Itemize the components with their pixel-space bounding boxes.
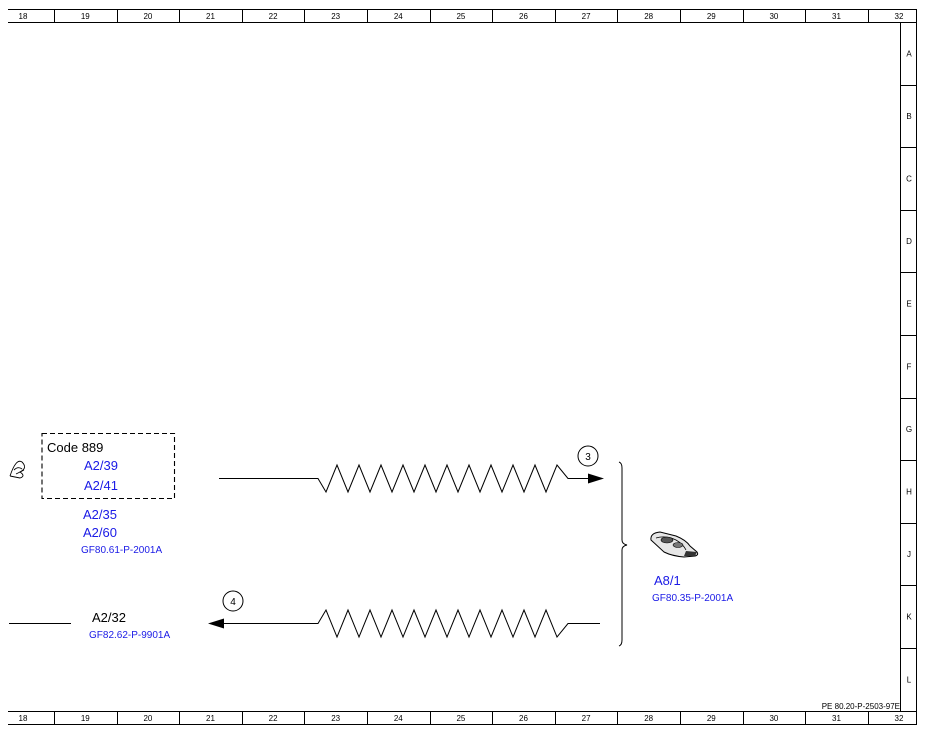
row-labels: A B C D E F G H J K L [906, 49, 912, 684]
column-labels-bottom: 18 19 20 21 22 23 24 25 26 27 28 29 30 31 32 [19, 714, 904, 723]
transmitter-ref: GF80.35-P-2001A [652, 593, 733, 604]
sheet-frame [8, 9, 917, 725]
column-label: 31 [832, 714, 841, 723]
column-label: 18 [19, 714, 28, 723]
code-box-item-2: A2/41 [84, 478, 118, 493]
column-label: 29 [707, 714, 716, 723]
signal-line-upper [219, 463, 588, 494]
row-label: K [906, 613, 912, 622]
row-label: B [906, 112, 911, 121]
row-label: E [906, 300, 911, 309]
row-label: A [906, 49, 912, 58]
column-label: 32 [895, 714, 904, 723]
column-label: 31 [832, 12, 841, 21]
column-label: 23 [331, 12, 340, 21]
signal-number-3: 3 [585, 452, 591, 463]
column-label: 27 [582, 714, 591, 723]
row-label: C [906, 175, 912, 184]
left-upper-item-2: A2/60 [83, 525, 117, 540]
column-label: 30 [769, 714, 778, 723]
column-label: 20 [143, 12, 152, 21]
signal-number-4-circle [222, 590, 244, 612]
column-label: 20 [143, 714, 152, 723]
column-grid-ticks [54, 9, 869, 724]
column-label: 18 [19, 12, 28, 21]
row-label: H [906, 488, 912, 497]
row-label: F [907, 362, 912, 371]
signal-number-4: 4 [230, 597, 236, 608]
column-label: 24 [394, 12, 403, 21]
column-label: 19 [81, 714, 90, 723]
arrow-head-left [208, 618, 224, 629]
column-label: 23 [331, 714, 340, 723]
left-upper-item-1: A2/35 [83, 507, 117, 522]
left-lower-label: A2/32 [92, 610, 126, 625]
column-label: 26 [519, 714, 528, 723]
arrow-head-right [588, 473, 604, 484]
column-label: 27 [582, 12, 591, 21]
column-label: 22 [269, 714, 278, 723]
row-label: J [907, 550, 911, 559]
code-box-title: Code 889 [47, 440, 103, 455]
column-label: 30 [769, 12, 778, 21]
column-label: 22 [269, 12, 278, 21]
drawing-number: PE 80.20-P-2503-97E [822, 702, 900, 711]
column-label: 25 [456, 714, 465, 723]
column-label: 29 [707, 12, 716, 21]
column-label: 25 [456, 12, 465, 21]
transmitter-brace [618, 461, 628, 647]
remote-key-icon [650, 531, 699, 558]
column-label: 28 [644, 714, 653, 723]
column-label: 19 [81, 12, 90, 21]
column-labels-top: 18 19 20 21 22 23 24 25 26 27 28 29 30 31 32 [19, 12, 904, 21]
column-label: 32 [895, 12, 904, 21]
column-label: 24 [394, 714, 403, 723]
column-label: 26 [519, 12, 528, 21]
column-label: 21 [206, 714, 215, 723]
transmitter-label: A8/1 [654, 573, 681, 588]
row-label: G [906, 425, 912, 434]
signal-line-lower [224, 608, 600, 639]
code-889-box [41, 432, 176, 500]
signal-number-3-circle [577, 445, 599, 467]
row-label: D [906, 237, 912, 246]
column-label: 21 [206, 12, 215, 21]
row-label: L [907, 675, 912, 684]
code-box-item-1: A2/39 [84, 458, 118, 473]
left-upper-ref: GF80.61-P-2001A [81, 545, 162, 556]
infrared-sensor-icon [9, 460, 25, 479]
row-grid-ticks [901, 85, 916, 649]
column-label: 28 [644, 12, 653, 21]
left-lower-ref: GF82.62-P-9901A [89, 630, 170, 641]
